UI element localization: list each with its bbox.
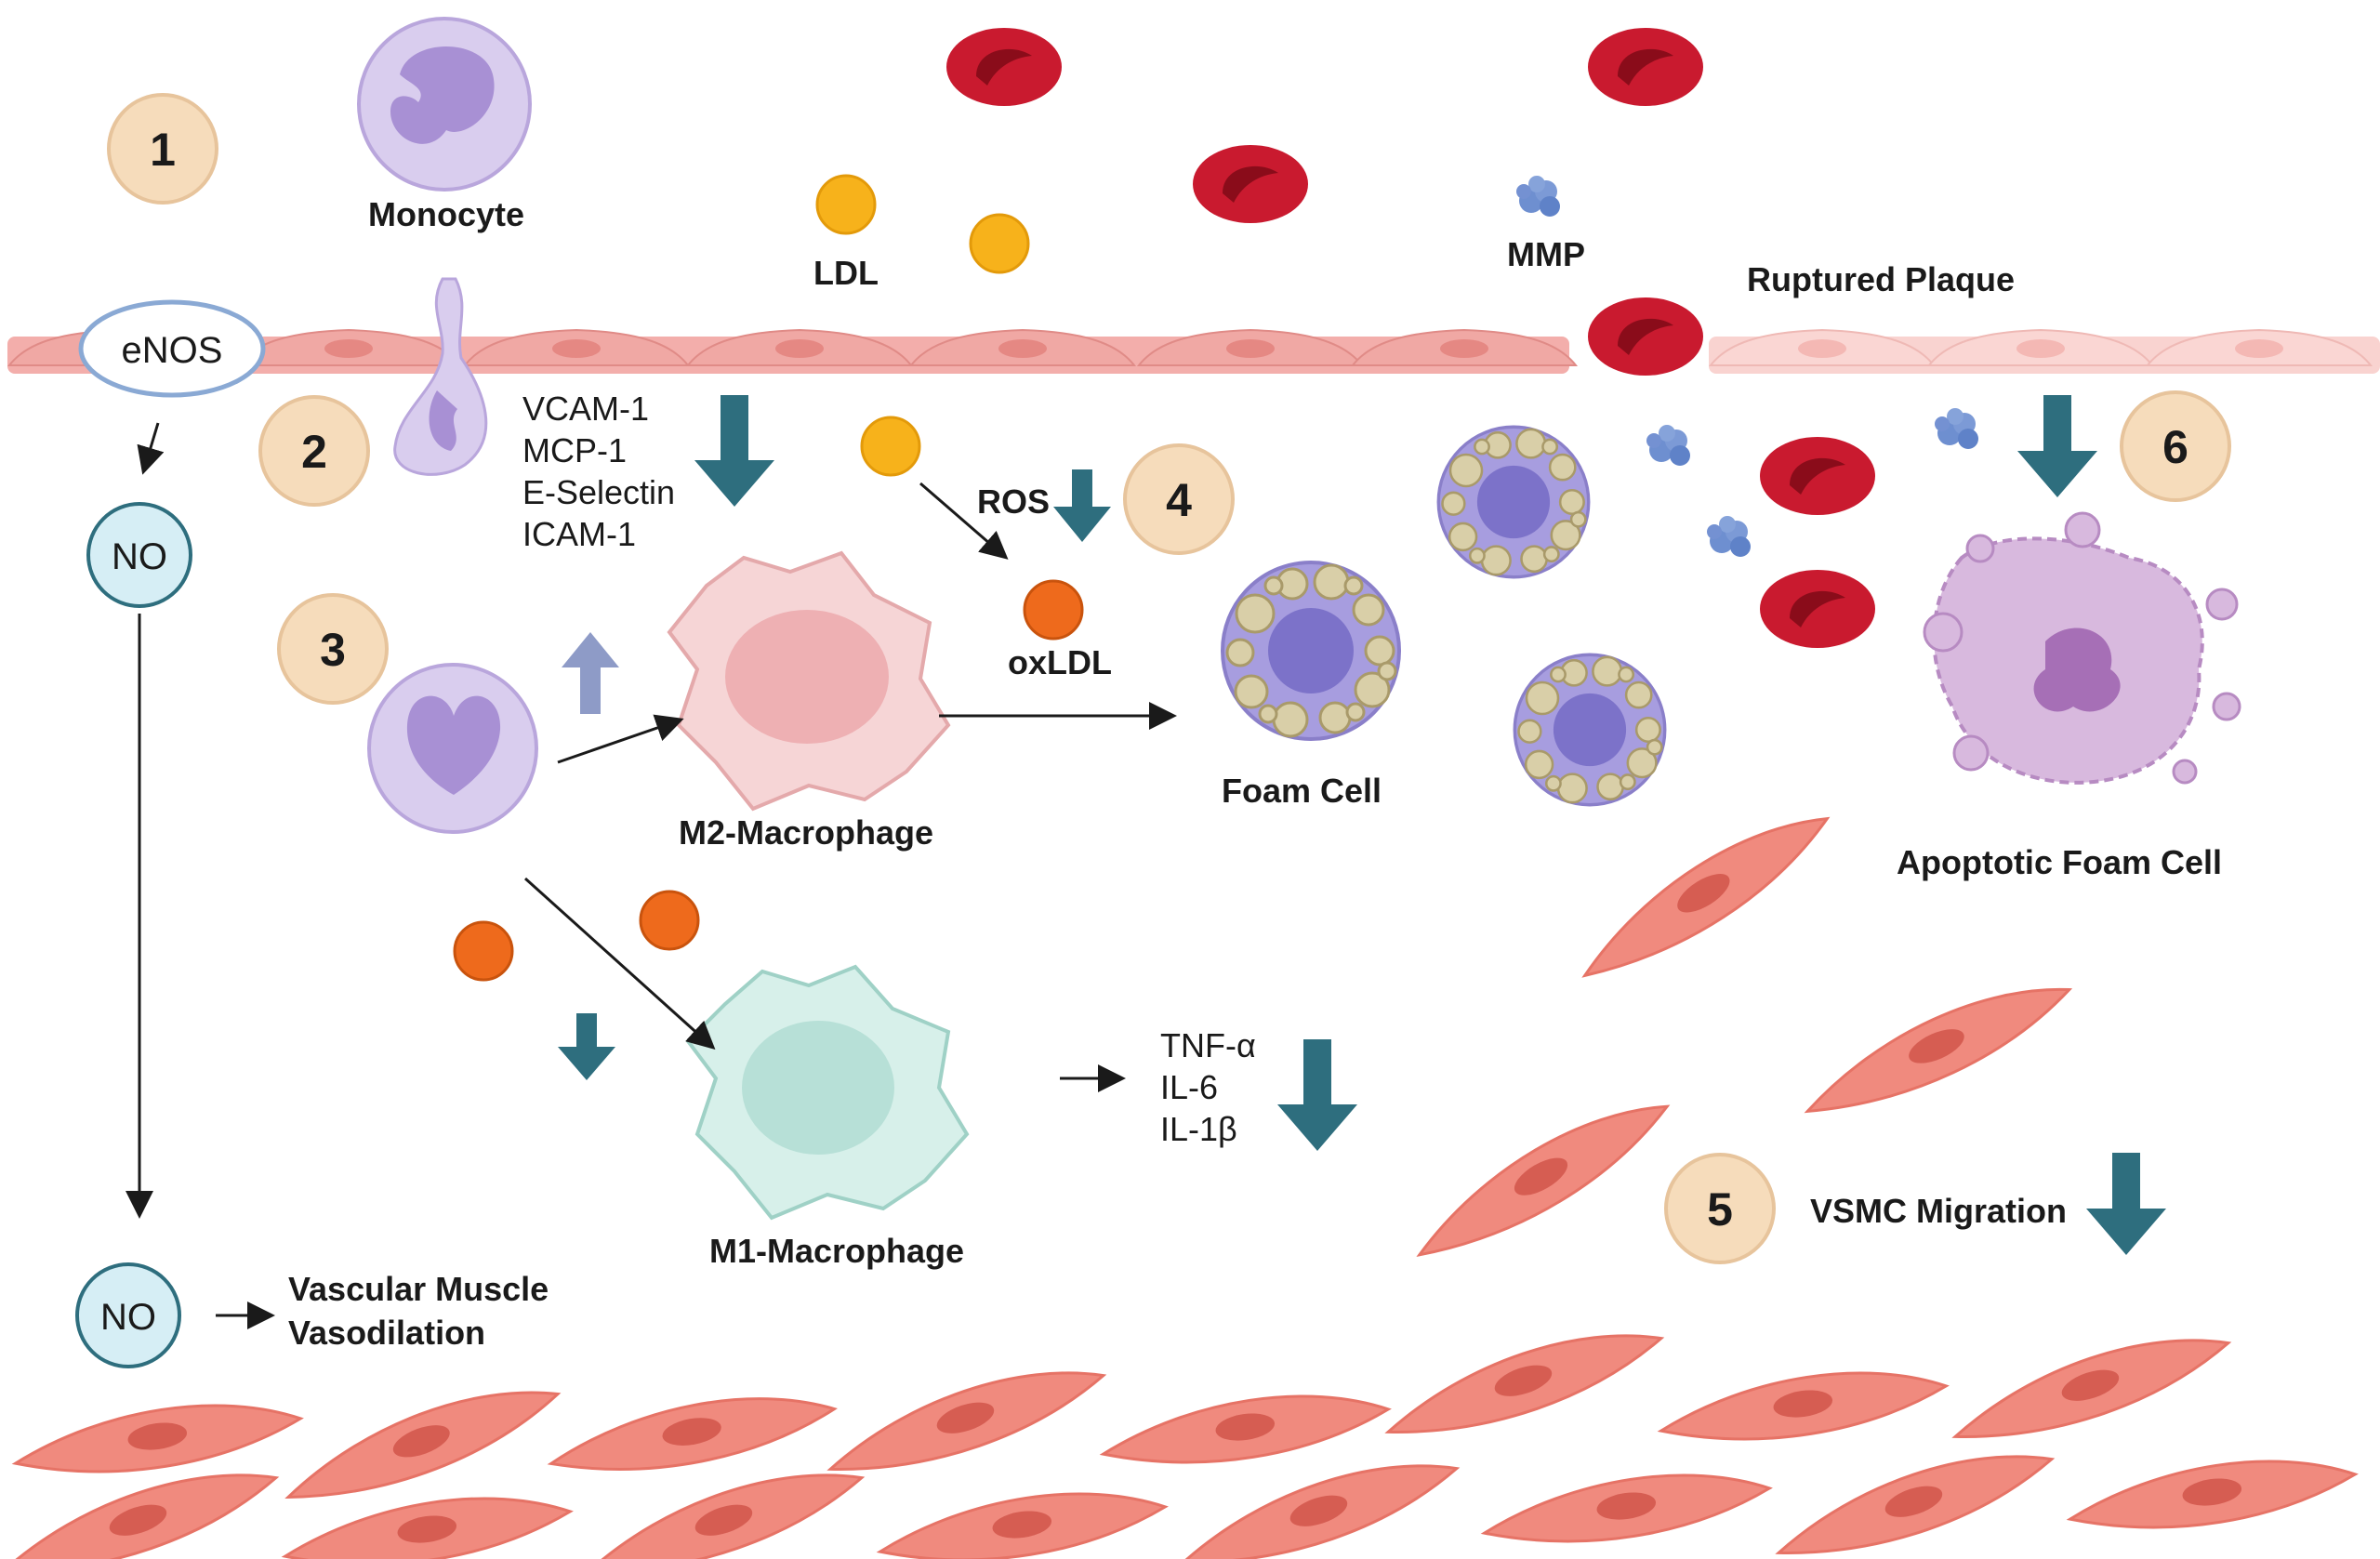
svg-text:6: 6 xyxy=(2162,421,2188,473)
svg-text:eNOS: eNOS xyxy=(122,330,223,371)
foam-cell-label: Foam Cell xyxy=(1222,772,1382,810)
monocyte-cell-mid xyxy=(367,663,538,834)
step-6: 6 xyxy=(2120,390,2231,502)
step-1: 1 xyxy=(107,93,218,205)
svg-text:NO: NO xyxy=(100,1297,156,1338)
svg-text:3: 3 xyxy=(320,624,346,676)
ruptured-plaque-label: Ruptured Plaque xyxy=(1747,260,2015,298)
adhesion-vcam1: VCAM-1 xyxy=(522,390,649,428)
enos-node: eNOS xyxy=(78,299,266,398)
step-5: 5 xyxy=(1664,1153,1776,1264)
svg-text:2: 2 xyxy=(301,426,327,478)
vasodilation-line1: Vascular Muscle xyxy=(288,1270,549,1308)
foam-cells xyxy=(1221,425,1667,807)
increase-arrow xyxy=(562,632,619,714)
apoptotic-foam-cell-label: Apoptotic Foam Cell xyxy=(1897,843,2222,881)
m1-macrophage-cell xyxy=(685,964,970,1221)
flow-arrows xyxy=(126,422,1177,1329)
transmigrating-monocyte xyxy=(393,277,488,476)
adhesion-mcp1: MCP-1 xyxy=(522,431,627,469)
svg-text:5: 5 xyxy=(1707,1183,1733,1235)
m2-macrophage-cell xyxy=(667,550,951,812)
vsmc-layer xyxy=(0,1331,2358,1559)
apoptotic-foam-cell xyxy=(1923,511,2241,785)
mmp-label: MMP xyxy=(1507,235,1585,273)
step-3: 3 xyxy=(277,593,389,705)
decrease-arrows xyxy=(558,395,2166,1255)
ros-label: ROS xyxy=(977,482,1050,521)
vsmc-migration-label: VSMC Migration xyxy=(1810,1192,2067,1230)
svg-text:NO: NO xyxy=(112,536,167,577)
cytokine-tnf: TNF-α xyxy=(1160,1026,1256,1064)
oxldl-label: oxLDL xyxy=(1008,643,1112,681)
step-markers: 1 2 3 4 5 6 xyxy=(107,93,2231,1264)
monocyte-cell-top xyxy=(357,17,532,192)
labels: Monocyte LDL MMP Ruptured Plaque VCAM-1 … xyxy=(288,195,2222,1352)
adhesion-icam1: ICAM-1 xyxy=(522,515,636,553)
m1-macrophage-label: M1-Macrophage xyxy=(709,1232,964,1270)
svg-text:1: 1 xyxy=(150,124,176,176)
adhesion-eselectin: E-Selectin xyxy=(522,473,675,511)
cytokine-il6: IL-6 xyxy=(1160,1068,1218,1106)
vasodilation-line2: Vasodilation xyxy=(288,1314,485,1352)
ldl-label: LDL xyxy=(813,254,879,292)
endothelium-layer xyxy=(7,329,2380,374)
m2-macrophage-label: M2-Macrophage xyxy=(679,813,933,852)
no-node-bottom: NO xyxy=(75,1262,181,1368)
step-4: 4 xyxy=(1123,443,1235,555)
ldl-particles xyxy=(815,174,1030,477)
step-2: 2 xyxy=(258,395,370,507)
svg-text:4: 4 xyxy=(1166,474,1192,526)
oxldl-particles xyxy=(453,579,1084,982)
no-node-top: NO xyxy=(86,502,192,608)
monocyte-label: Monocyte xyxy=(368,195,524,233)
cytokine-il1b: IL-1β xyxy=(1160,1110,1237,1148)
